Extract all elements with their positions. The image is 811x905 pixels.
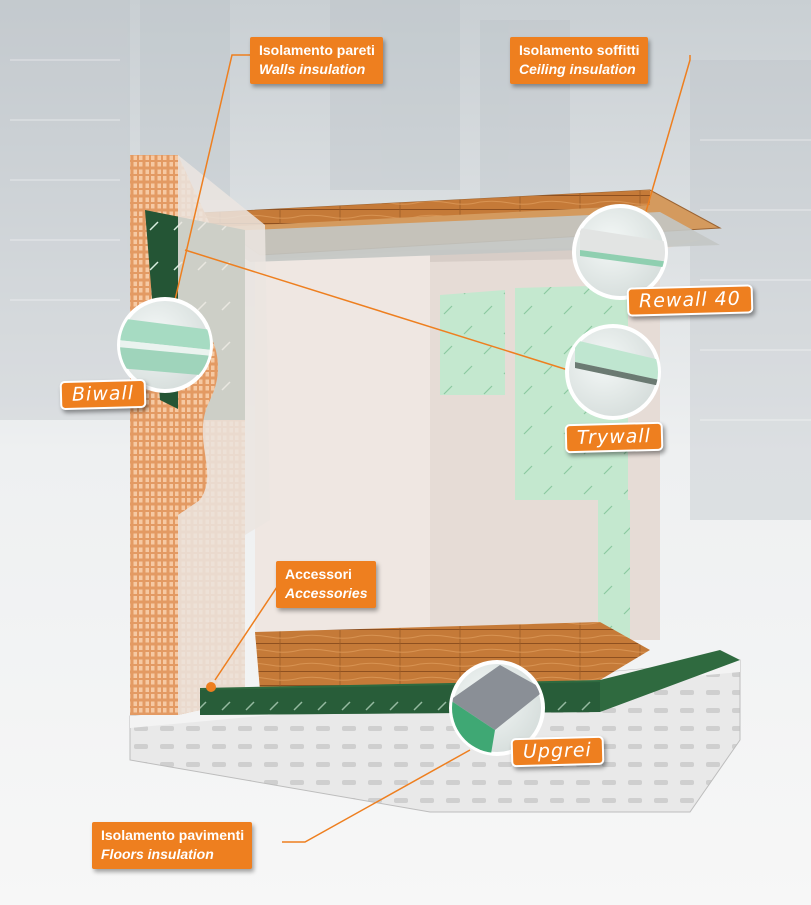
walls-label-it: Isolamento pareti: [259, 42, 375, 58]
callout-ceiling-insulation: Isolamento soffitti Ceiling insulation: [510, 37, 648, 84]
walls-label-en: Walls insulation: [259, 61, 366, 77]
tag-trywall: Trywall: [564, 421, 664, 454]
tag-upgrei: Upgrei: [510, 735, 605, 768]
left-inner-wall: [255, 250, 430, 640]
wood-floor: [255, 622, 650, 690]
ceiling-label-en: Ceiling insulation: [519, 61, 636, 77]
tag-biwall: Biwall: [59, 378, 147, 411]
accessory-marker: [206, 682, 216, 692]
building-windows: [10, 59, 811, 421]
floors-label-it: Isolamento pavimenti: [101, 827, 245, 843]
callout-walls-insulation: Isolamento pareti Walls insulation: [250, 37, 383, 84]
rewall-lens: [572, 204, 668, 300]
green-panel-strip: [598, 500, 630, 640]
green-panel-upper: [440, 290, 505, 395]
biwall-lens: [117, 297, 213, 393]
ceiling-joist-face: [200, 190, 650, 228]
callout-floors-insulation: Isolamento pavimenti Floors insulation: [92, 822, 253, 869]
callout-accessories: Accessori Accessories: [276, 561, 376, 608]
plaster-layer: [178, 155, 270, 715]
accessories-label-en: Accessories: [285, 585, 368, 601]
ceiling-label-it: Isolamento soffitti: [519, 42, 640, 58]
upgrei-lens: [449, 660, 545, 756]
trywall-lens: [565, 324, 661, 420]
floors-label-en: Floors insulation: [101, 846, 214, 862]
tag-rewall-40: Rewall 40: [626, 284, 754, 317]
accessories-label-it: Accessori: [285, 566, 352, 582]
